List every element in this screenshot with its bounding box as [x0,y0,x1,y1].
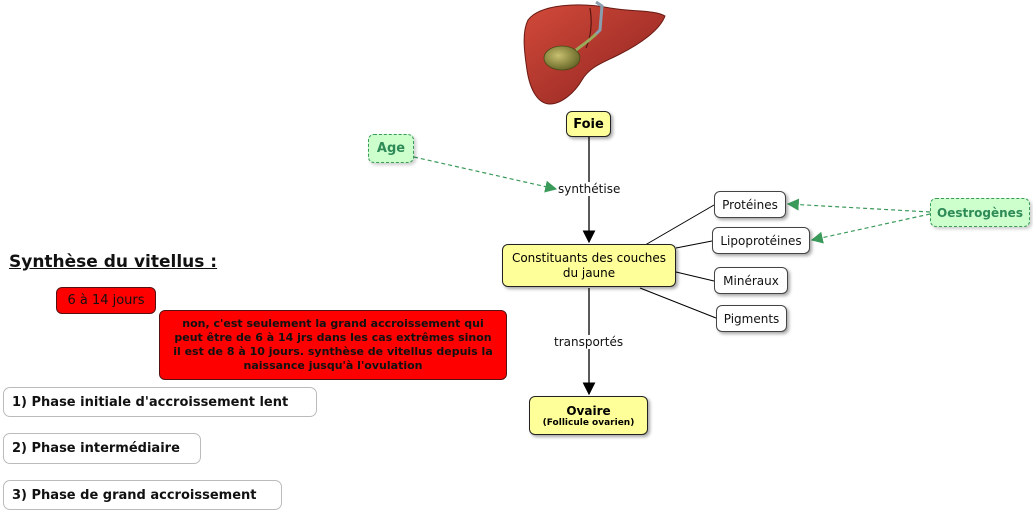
edge-to-pigments [639,287,717,319]
liver-icon [523,0,666,105]
node-foie[interactable]: Foie [566,111,611,137]
edge-to-lipoproteines [675,240,713,249]
node-ovaire[interactable]: Ovaire (Follicule ovarien) [529,396,648,435]
note-text: non, c'est seulement la grand accroissem… [173,317,493,372]
edge-to-mineraux [675,271,715,282]
node-foie-label: Foie [573,116,604,132]
duration-tag[interactable]: 6 à 14 jours [56,287,156,314]
node-ovaire-label: Ovaire [566,403,611,418]
phase-1-label: 1) Phase initiale d'accroissement lent [12,394,289,410]
node-oestrogenes-label: Oestrogènes [937,205,1023,220]
phase-3[interactable]: 3) Phase de grand accroissement [3,480,282,510]
node-oestrogenes[interactable]: Oestrogènes [930,198,1030,227]
node-ovaire-sublabel: (Follicule ovarien) [542,417,635,428]
note-box[interactable]: non, c'est seulement la grand accroissem… [159,310,507,380]
page-title: Synthèse du vitellus : [9,252,218,272]
node-age-label: Age [376,141,406,156]
node-lipoproteines[interactable]: Lipoprotéines [712,227,810,254]
node-age[interactable]: Age [368,134,414,163]
phase-1[interactable]: 1) Phase initiale d'accroissement lent [3,387,317,417]
edge-oestro-lipoproteines [810,213,931,244]
phase-3-label: 3) Phase de grand accroissement [12,487,257,503]
edge-oestro-proteines [786,198,931,213]
node-pigments[interactable]: Pigments [716,305,787,332]
node-constituants[interactable]: Constituants des couches du jaune [502,244,676,287]
edge-label-synthetise: synthétise [558,182,621,196]
node-lipoproteines-label: Lipoprotéines [720,233,802,248]
node-mineraux-label: Minéraux [723,273,779,288]
edge-to-proteines [639,204,715,249]
node-proteines[interactable]: Protéines [714,191,786,218]
node-constituants-label: Constituants des couches du jaune [511,250,667,280]
edge-label-transportes: transportés [554,335,624,349]
edge-age-synthetise [413,156,558,193]
node-pigments-label: Pigments [723,311,780,326]
node-mineraux[interactable]: Minéraux [714,267,788,294]
phase-2-label: 2) Phase intermédiaire [12,441,180,456]
phase-2[interactable]: 2) Phase intermédiaire [3,433,201,464]
duration-tag-label: 6 à 14 jours [67,293,145,308]
node-proteines-label: Protéines [722,197,778,212]
